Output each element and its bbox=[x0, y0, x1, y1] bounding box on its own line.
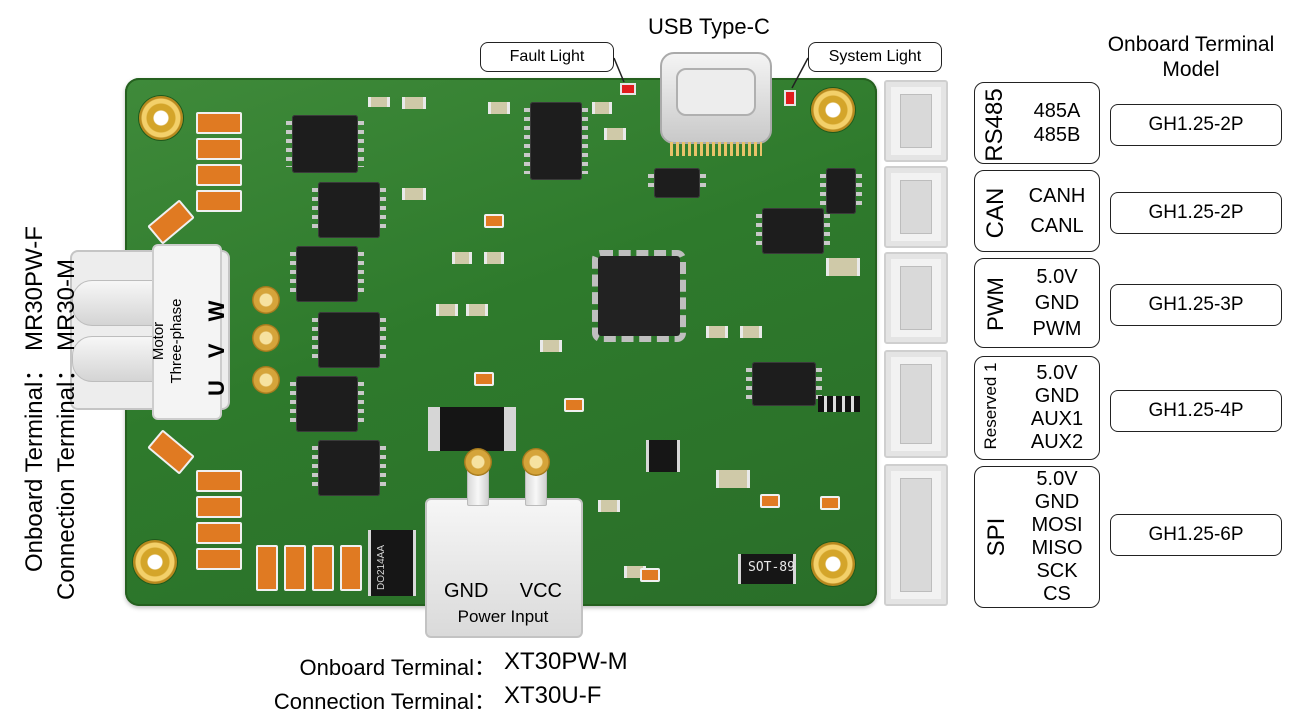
mosfet-chip bbox=[312, 182, 386, 238]
transceiver-chip bbox=[756, 208, 830, 254]
gnd-label: GND bbox=[444, 580, 489, 602]
mosfet-chip bbox=[290, 246, 364, 302]
power-onboard-terminal-value: XT30PW-M bbox=[504, 648, 628, 675]
aux-connector bbox=[884, 350, 948, 458]
motor-connection-terminal: Connection Terminal： MR30-M bbox=[53, 258, 80, 600]
fault-led bbox=[620, 83, 636, 95]
reserved1-lines: 5.0V GND AUX1 AUX2 bbox=[1019, 362, 1095, 453]
can-line: CANH bbox=[1028, 185, 1086, 207]
can-model: GH1.25-2P bbox=[1110, 192, 1282, 234]
spi-line: MISO bbox=[1031, 537, 1083, 559]
mount-hole-bottom-left bbox=[133, 540, 177, 584]
reserved1-line: AUX1 bbox=[1030, 408, 1084, 430]
vcc-pad bbox=[522, 448, 550, 476]
model-header-line1: Onboard Terminal bbox=[1107, 33, 1275, 56]
phase-v-pin bbox=[252, 324, 280, 352]
spi-title: SPI bbox=[983, 517, 1010, 557]
pwm-line: GND bbox=[1034, 292, 1080, 314]
spi-group: SPI 5.0V GND MOSI MISO SCK CS bbox=[974, 466, 1100, 608]
system-light-label: System Light bbox=[808, 42, 942, 72]
mount-hole-bottom-right bbox=[811, 542, 855, 586]
reserved1-model: GH1.25-4P bbox=[1110, 390, 1282, 432]
sot89-regulator bbox=[738, 554, 796, 584]
usb-c-inner bbox=[676, 68, 756, 116]
gnd-pad bbox=[464, 448, 492, 476]
usb-type-c-title: USB Type-C bbox=[648, 14, 770, 39]
spi-line: SCK bbox=[1036, 560, 1078, 582]
motor-connector bbox=[70, 244, 230, 420]
spi-lines: 5.0V GND MOSI MISO SCK CS bbox=[1019, 468, 1095, 605]
motor-connector-barrel bbox=[72, 280, 164, 326]
system-led bbox=[784, 90, 796, 106]
transceiver-chip bbox=[746, 362, 822, 406]
driver-ic bbox=[524, 102, 588, 180]
rs485-group: RS485 485A 485B bbox=[974, 82, 1100, 164]
spi-line: CS bbox=[1043, 583, 1071, 605]
pwm-lines: 5.0V GND PWM bbox=[1019, 265, 1095, 341]
sot89-marking: SOT-89 bbox=[748, 560, 795, 575]
reserved1-title: Reserved 1 bbox=[981, 362, 1000, 450]
can-group: CAN CANH CANL bbox=[974, 170, 1100, 252]
spi-line: 5.0V bbox=[1036, 468, 1078, 490]
mosfet-chip bbox=[312, 312, 386, 368]
spi-line: GND bbox=[1034, 491, 1080, 513]
tvs-diode bbox=[368, 530, 416, 596]
phase-u-pin bbox=[252, 366, 280, 394]
reserved1-line: AUX2 bbox=[1030, 431, 1084, 453]
rs485-model: GH1.25-2P bbox=[1110, 104, 1282, 146]
fault-light-label: Fault Light bbox=[480, 42, 614, 72]
motor-onboard-terminal: Onboard Terminal： MR30PW-F bbox=[21, 226, 48, 572]
power-connection-terminal-value: XT30U-F bbox=[504, 682, 602, 709]
xt30-power-connector bbox=[425, 456, 583, 638]
rs485-title: RS485 bbox=[981, 88, 1008, 162]
mosfet-chip bbox=[286, 115, 364, 173]
spi-connector bbox=[884, 464, 948, 606]
rs485-lines: 485A 485B bbox=[1019, 91, 1095, 155]
mount-hole-top-left bbox=[139, 96, 183, 140]
pwm-model: GH1.25-3P bbox=[1110, 284, 1282, 326]
can-lines: CANH CANL bbox=[1019, 179, 1095, 243]
power-onboard-terminal-label: Onboard Terminal： bbox=[299, 655, 496, 680]
rs485-line: 485B bbox=[1033, 124, 1081, 146]
vcc-label: VCC bbox=[519, 580, 562, 602]
spi-line: MOSI bbox=[1031, 514, 1083, 536]
mount-hole-top-right bbox=[811, 88, 855, 132]
spi-model: GH1.25-6P bbox=[1110, 514, 1282, 556]
small-ic bbox=[820, 168, 862, 214]
power-input-label: Power Input bbox=[457, 607, 549, 626]
can-line: CANL bbox=[1030, 215, 1084, 237]
mosfet-chip bbox=[312, 440, 386, 496]
can-connector bbox=[884, 166, 948, 248]
rs485-connector bbox=[884, 80, 948, 162]
reserved1-line: 5.0V bbox=[1036, 362, 1078, 384]
power-labels: GND VCC Power Input bbox=[440, 580, 566, 627]
phase-w-pin bbox=[252, 286, 280, 314]
usb-c-port bbox=[660, 52, 772, 156]
model-header-line2: Model bbox=[1162, 58, 1220, 81]
rs485-line: 485A bbox=[1033, 100, 1081, 122]
header-pins bbox=[818, 396, 860, 412]
usb-c-pins bbox=[670, 142, 762, 156]
ldo-regulator bbox=[646, 440, 680, 472]
pwm-connector bbox=[884, 252, 948, 344]
reserved1-line: GND bbox=[1034, 385, 1080, 407]
pwm-line: 5.0V bbox=[1036, 266, 1078, 288]
can-title: CAN bbox=[982, 187, 1009, 239]
diode-block bbox=[428, 407, 516, 451]
motor-connector-barrel bbox=[72, 336, 164, 382]
pwm-title: PWM bbox=[983, 277, 1008, 331]
microcontroller-chip bbox=[592, 250, 686, 342]
do214-marking: DO214AA bbox=[376, 544, 387, 590]
model-header: Onboard Terminal Model bbox=[1086, 32, 1296, 82]
power-connection-terminal-label: Connection Terminal： bbox=[273, 689, 496, 714]
reserved1-group: Reserved 1 5.0V GND AUX1 AUX2 bbox=[974, 356, 1100, 460]
pwm-line: PWM bbox=[1032, 318, 1082, 340]
mosfet-chip bbox=[290, 376, 364, 432]
small-ic bbox=[648, 168, 706, 198]
pwm-group: PWM 5.0V GND PWM bbox=[974, 258, 1100, 348]
motor-connector-face bbox=[152, 244, 222, 420]
